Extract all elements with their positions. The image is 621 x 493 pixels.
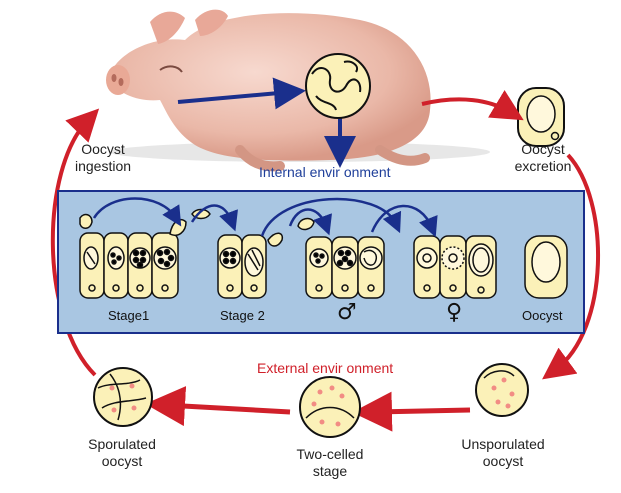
two-celled-stage-label: Two-celled stage [280, 446, 380, 480]
cycle-arrow-excretion [422, 99, 510, 112]
oocyst-excretion-label: Oocyst excretion [503, 141, 583, 175]
stage2-label: Stage 2 [220, 308, 265, 323]
female-stage-cells [414, 236, 496, 298]
male-symbol: ♂ [337, 300, 357, 325]
unsporulated-oocyst-label: Unsporulated oocyst [448, 436, 558, 470]
oocyst-ingestion-label: Oocyst ingestion [58, 141, 148, 175]
stage1-label: Stage1 [108, 308, 149, 323]
female-symbol: ♀ [446, 300, 462, 325]
cycle-arrow-to-twocelled [372, 410, 470, 412]
internal-environment-label: Internal envir onment [259, 164, 391, 180]
sporulated-oocyst [94, 368, 152, 426]
sporulated-oocyst-label: Sporulated oocyst [72, 436, 172, 470]
intestine-circle [306, 54, 370, 118]
panel-oocyst [525, 236, 567, 298]
external-environment-label: External envir onment [257, 360, 393, 376]
oocyst-stage-label: Oocyst [522, 308, 562, 323]
unsporulated-oocyst [476, 364, 528, 416]
two-celled-oocyst [300, 377, 360, 437]
pig-image [106, 10, 490, 167]
cycle-arrow-to-sporulated [165, 405, 290, 412]
excreted-oocyst [518, 88, 564, 146]
